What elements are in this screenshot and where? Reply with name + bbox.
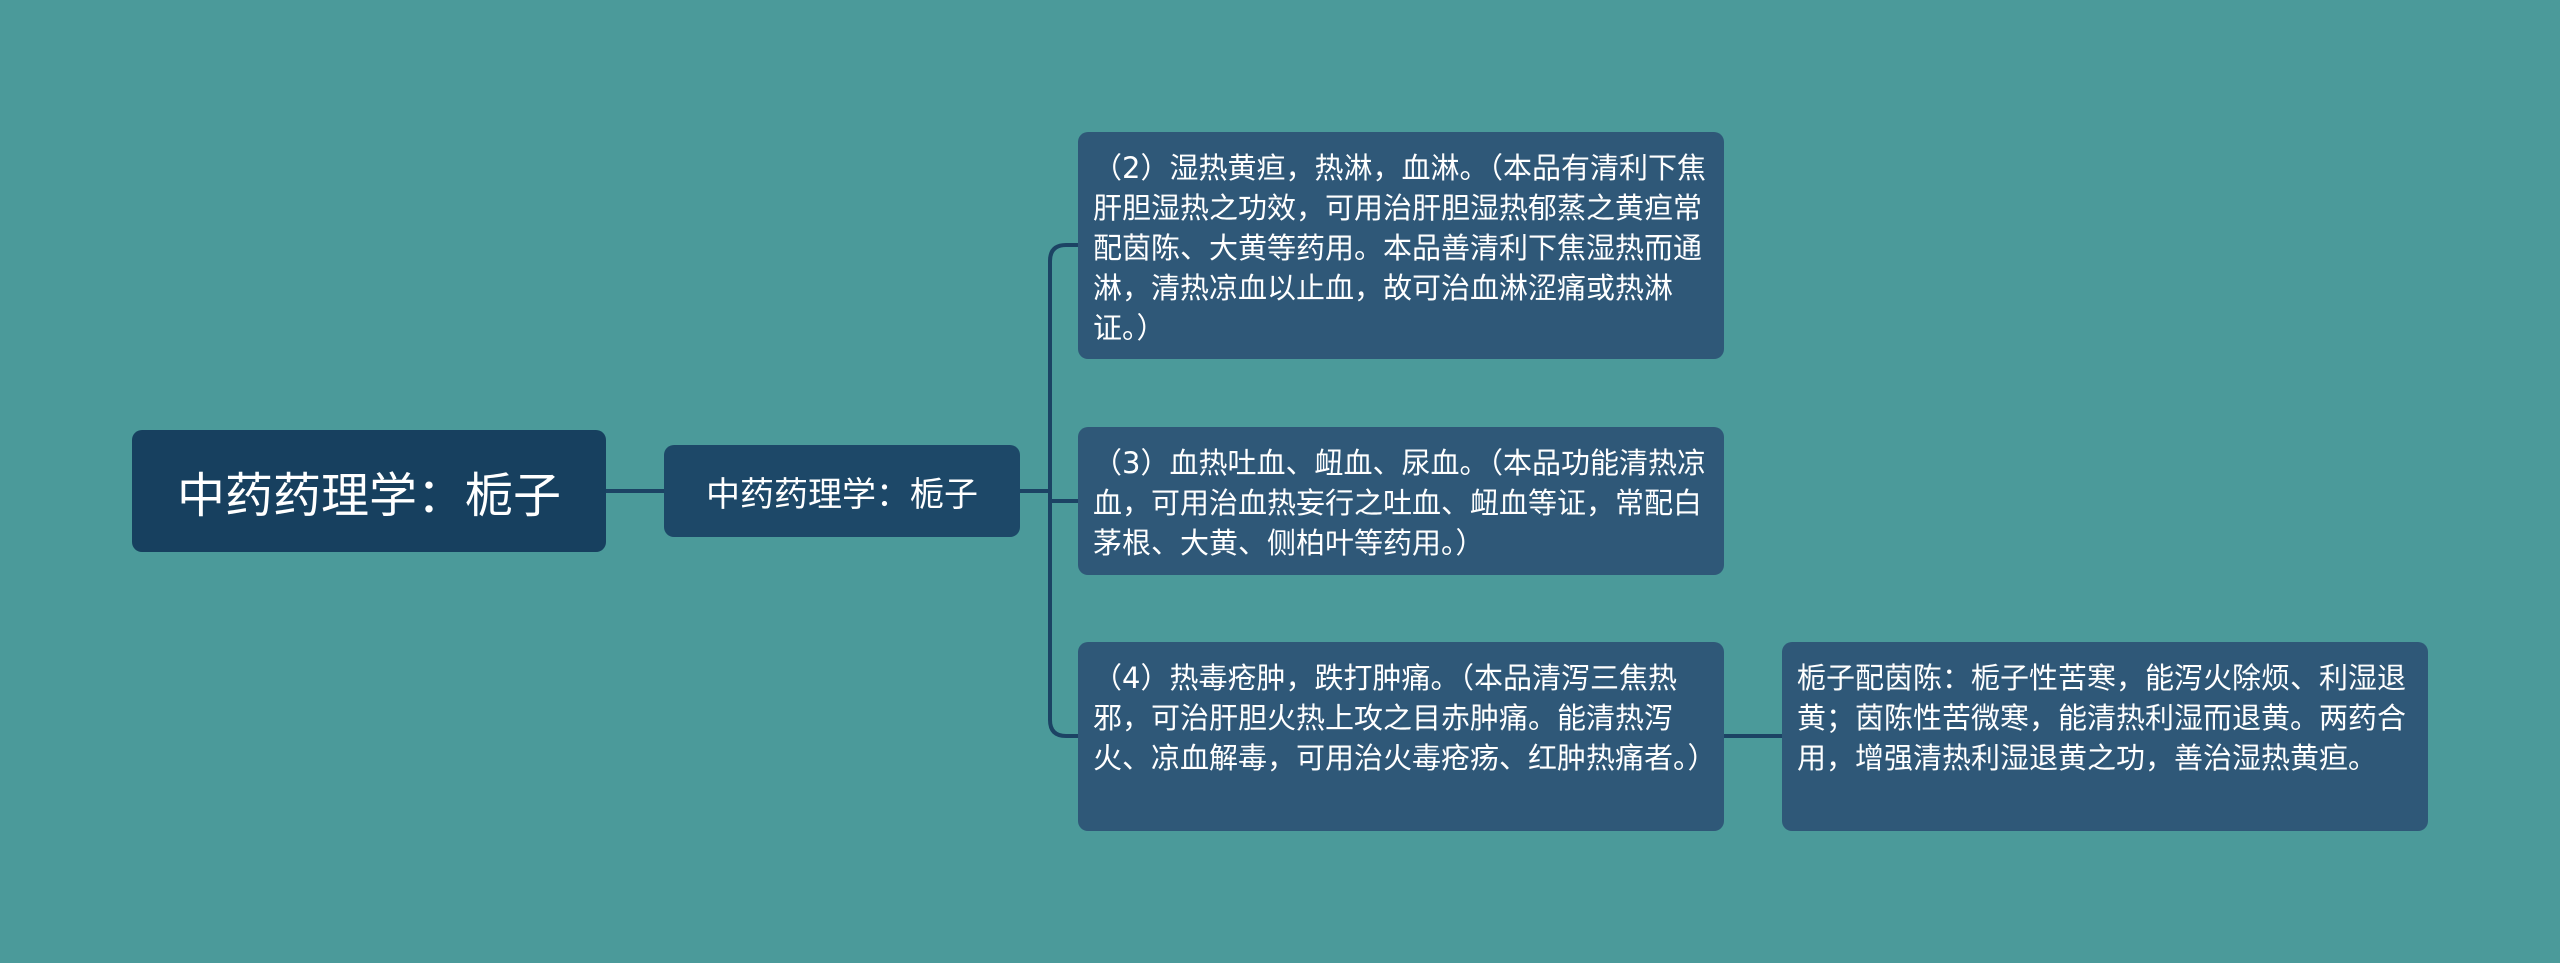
- root-topic-label: 中药药理学：栀子: [176, 468, 561, 524]
- leaf-topic-label: （3）血热吐血、衄血、尿血。（本品功能清热凉血，可用治血热妄行之吐血、衄血等证，…: [1093, 446, 1706, 560]
- leaf-topic-label: （4）热毒疮肿，跌打肿痛。（本品清泻三焦热邪，可治肝胆火热上攻之目赤肿痛。能清热…: [1093, 661, 1717, 775]
- leaf-topic-blood-heat-bleeding[interactable]: （3）血热吐血、衄血、尿血。（本品功能清热凉血，可用治血热妄行之吐血、衄血等证，…: [1078, 427, 1724, 575]
- branch-topic[interactable]: 中药药理学：栀子: [664, 445, 1020, 537]
- leaf-topic-toxic-heat-swelling[interactable]: （4）热毒疮肿，跌打肿痛。（本品清泻三焦热邪，可治肝胆火热上攻之目赤肿痛。能清热…: [1078, 642, 1724, 831]
- leaf-topic-damp-heat-jaundice[interactable]: （2）湿热黄疸，热淋，血淋。（本品有清利下焦肝胆湿热之功效，可用治肝胆湿热郁蒸之…: [1078, 132, 1724, 359]
- branch-topic-label: 中药药理学：栀子: [706, 474, 978, 515]
- root-topic[interactable]: 中药药理学：栀子: [132, 430, 606, 552]
- leaf-topic-label: （2）湿热黄疸，热淋，血淋。（本品有清利下焦肝胆湿热之功效，可用治肝胆湿热郁蒸之…: [1093, 151, 1706, 345]
- connector-trunk: [1048, 243, 1078, 738]
- subtopic-gardenia-artemisia-pairing[interactable]: 栀子配茵陈：栀子性苦寒，能泻火除烦、利湿退黄；茵陈性苦微寒，能清热利湿而退黄。两…: [1782, 642, 2428, 831]
- subtopic-label: 栀子配茵陈：栀子性苦寒，能泻火除烦、利湿退黄；茵陈性苦微寒，能清热利湿而退黄。两…: [1797, 661, 2407, 775]
